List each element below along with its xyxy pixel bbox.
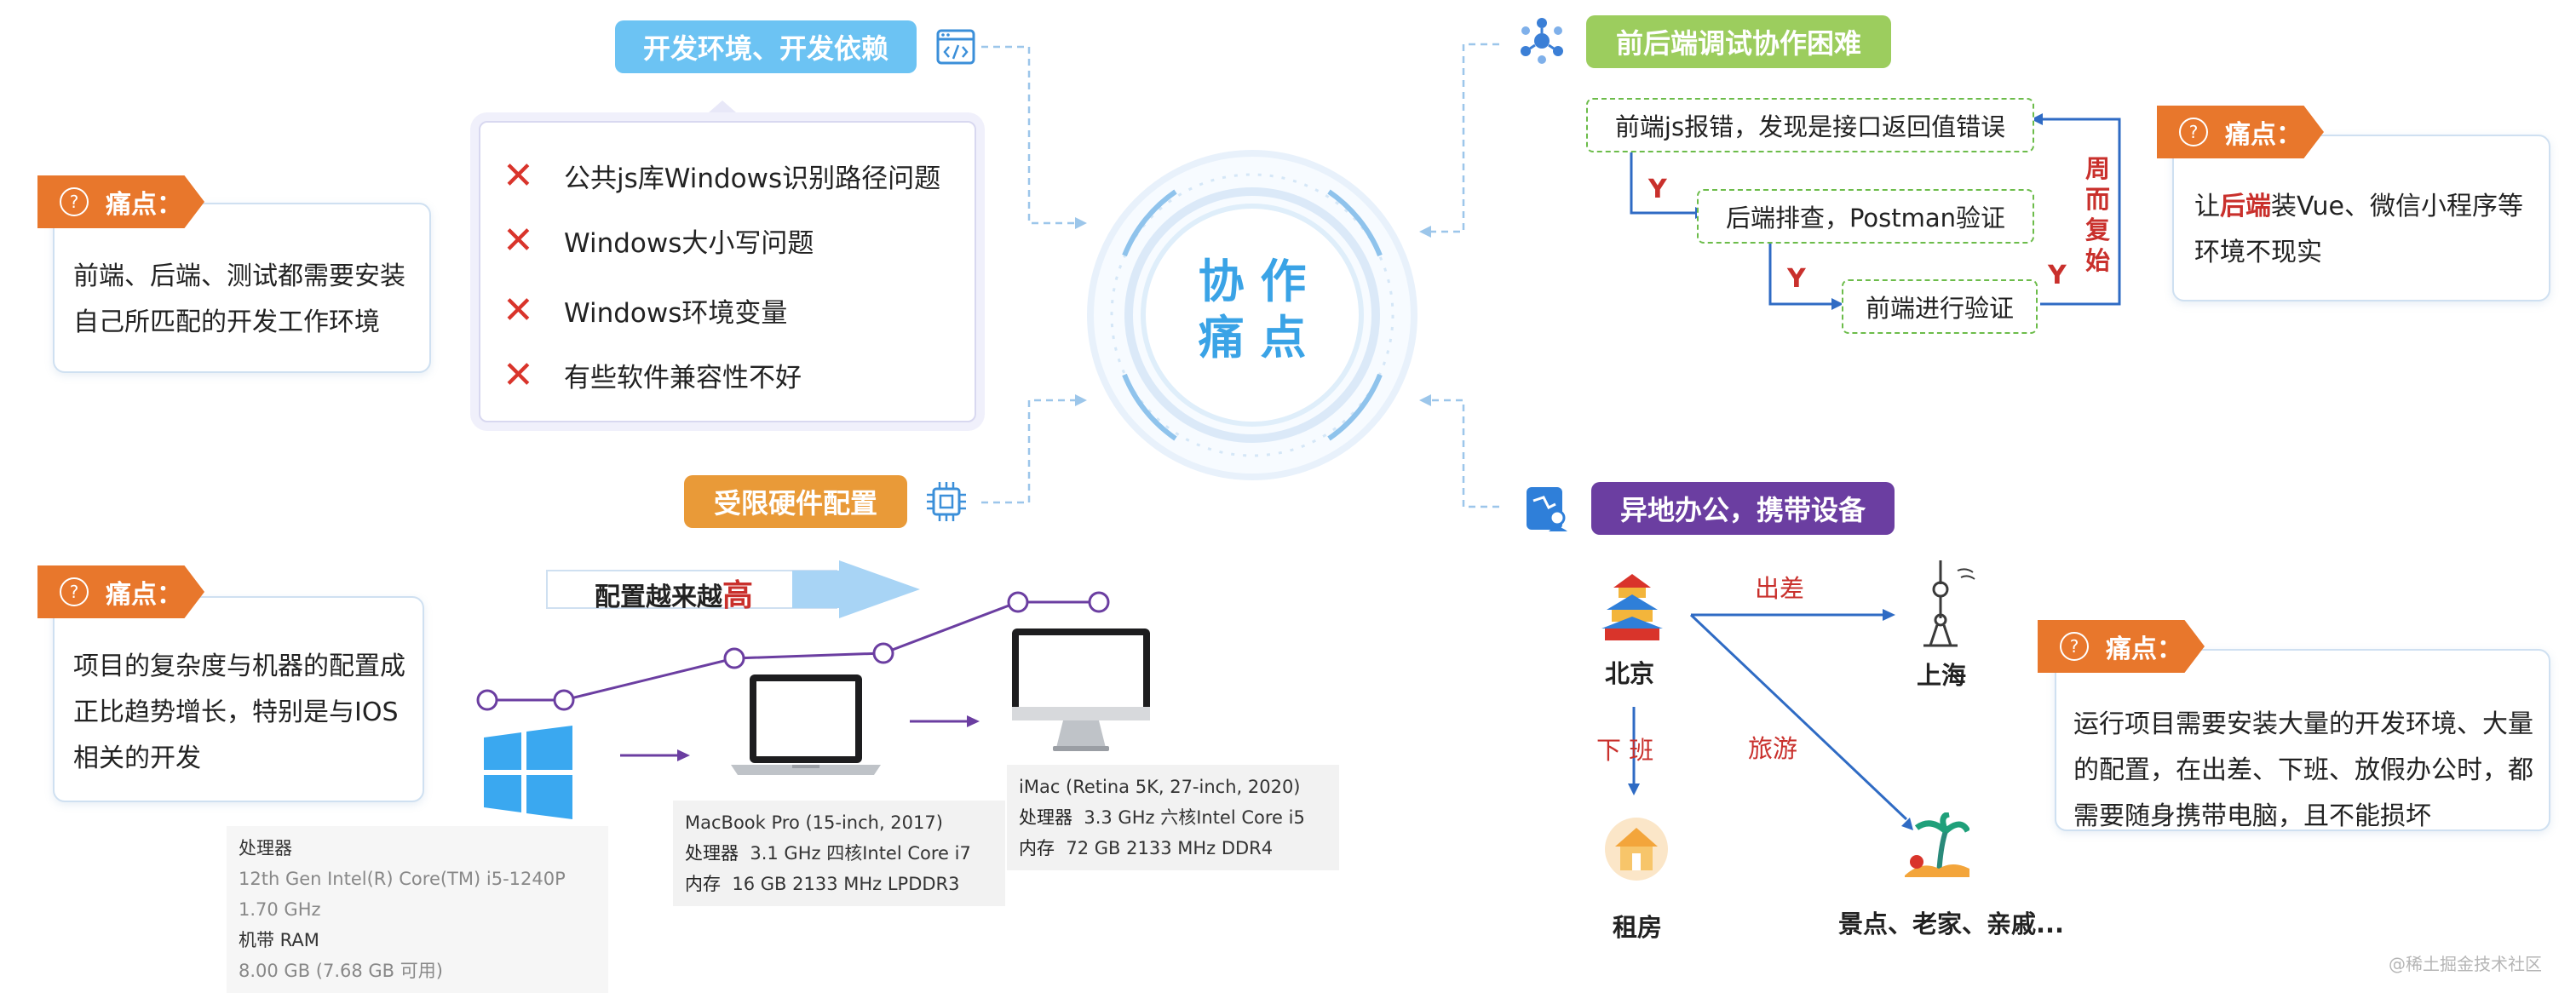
pain-tag: ?痛点： [2157,106,2324,158]
question-icon: ? [60,187,89,216]
pain-tag: ?痛点： [37,175,204,228]
dev-env-title: 开发环境、开发依赖 [615,20,917,73]
watermark: @稀土掘金技术社区 [2389,954,2542,974]
issue-item: ✕Windows环境变量 [503,288,788,332]
question-icon: ? [2060,632,2089,661]
flow-step-1: 前端js报错，发现是接口返回值错误 [1586,98,2034,152]
flow-step-3: 前端进行验证 [1842,279,2038,334]
pain-tag: ?痛点： [37,565,204,618]
flow-yes-1: Y [1648,175,1667,204]
pain-point-right-bottom [2055,649,2550,831]
hardware-title: 受限硬件配置 [684,475,907,528]
collab-title: 前后端调试协作困难 [1586,15,1891,68]
center-title-line1: 协 作 [1198,255,1307,308]
question-icon: ? [2179,118,2208,146]
tower-icon [1905,559,1976,651]
flow-step-2: 后端排查，Postman验证 [1697,189,2034,244]
cross-icon: ✕ [503,288,534,332]
house-icon [1603,816,1670,886]
remote-person-icon [1525,485,1569,537]
pain-point-left-top [53,203,431,373]
cross-icon: ✕ [503,353,534,397]
cross-icon: ✕ [503,218,534,262]
pain-point-right-top [2172,135,2550,301]
route-label-trip: 出差 [1755,574,1805,603]
temple-icon [1598,572,1666,646]
issues-panel: ✕公共js库Windows识别路径问题 ✕Windows大小写问题 ✕Windo… [479,100,976,422]
pain-text: 运行项目需要安装大量的开发环境、大量的配置，在出差、下班、放假办公时，都需要随身… [2073,709,2533,831]
center-title: 协 作 痛 点 [1167,254,1337,366]
issue-item: ✕Windows大小写问题 [503,218,814,262]
flow-yes-2: Y [1787,264,1806,294]
imac-icon [1010,627,1152,758]
macbook-spec: MacBook Pro (15-inch, 2017) 处理器 3.1 GHz … [673,801,1005,906]
route-label-tour: 旅游 [1748,734,1798,763]
route-label-offwork: 下 班 [1596,736,1654,765]
center-title-line2: 痛 点 [1198,311,1307,364]
pain-tag: ?痛点： [2038,620,2205,673]
pain-text: 让后端装Vue、微信小程序等环境不现实 [2194,192,2523,267]
flow-yes-3: Y [2048,261,2067,290]
pain-point-left-bottom [53,596,424,802]
windows-spec: 处理器 12th Gen Intel(R) Core(TM) i5-1240P … [227,826,608,993]
city-shanghai: 上海 [1917,661,1967,690]
center-circle [1087,150,1417,480]
flow-cycle-label: 周而复始 [2085,154,2111,275]
windows-logo-icon [484,726,572,823]
code-window-icon [935,28,976,69]
issue-item: ✕有些软件兼容性不好 [503,353,802,397]
place-scenic: 景点、老家、亲戚... [1838,910,2065,938]
config-banner-text: 配置越来越高 [595,578,754,613]
pain-text: 项目的复杂度与机器的配置成正比趋势增长，特别是与IOS相关的开发 [73,651,405,773]
remote-title: 异地办公，携带设备 [1591,482,1895,535]
beach-icon [1905,811,1971,881]
imac-spec: iMac (Retina 5K, 27-inch, 2020) 处理器 3.3 … [1007,765,1339,870]
network-cube-icon [1518,17,1566,68]
cross-icon: ✕ [503,153,534,198]
cpu-chip-icon [923,479,969,528]
issue-item: ✕公共js库Windows识别路径问题 [503,153,941,198]
place-rent: 租房 [1613,913,1663,942]
city-beijing: 北京 [1605,659,1655,688]
pain-text: 前端、后端、测试都需要安装自己所匹配的开发工作环境 [73,261,405,337]
config-banner-arrow [545,554,920,629]
question-icon: ? [60,577,89,606]
macbook-icon [731,673,881,782]
